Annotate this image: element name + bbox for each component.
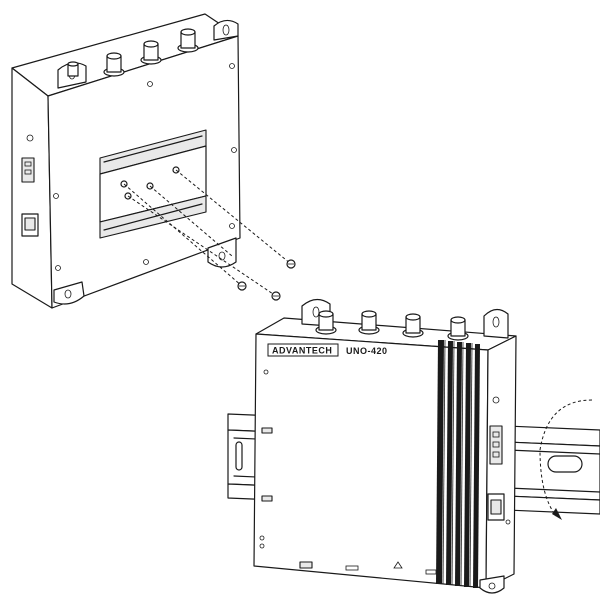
front-port-3: [299, 561, 313, 569]
front-antenna-connector-2: [358, 310, 380, 335]
brand-logo-box: [267, 343, 339, 357]
screw-path-2: [127, 195, 277, 297]
model-label: UNO-420: [346, 346, 388, 356]
antenna-connector-side: [67, 61, 79, 77]
device-left-face: [11, 67, 53, 309]
din-rail-slot: [547, 455, 583, 473]
rotation-arrowhead: [552, 508, 562, 520]
rotation-arrow: [539, 399, 593, 517]
power-led: [263, 369, 269, 375]
antenna-connector-3: [177, 28, 199, 53]
device-rear-view: [11, 13, 296, 309]
side-led: [492, 396, 500, 404]
front-ear-top-right: [483, 308, 509, 339]
front-port-1: [261, 427, 273, 434]
mounting-ear-top-right: [213, 19, 239, 41]
antenna-connector-1: [103, 52, 125, 77]
screw-path-3: [175, 169, 292, 265]
antenna-connector-2: [140, 40, 162, 65]
din-rail-bracket: [99, 129, 207, 239]
mounting-ear-bottom-right: [207, 237, 237, 268]
front-ear-bottom-right: [479, 575, 505, 594]
screw-3: [286, 259, 296, 269]
front-port-2: [261, 495, 273, 502]
screw-path-4: [149, 185, 233, 257]
heatsink-fins: [436, 339, 480, 588]
front-antenna-connector-3: [402, 313, 424, 338]
warning-icon: [393, 561, 403, 569]
screw-2: [271, 291, 281, 301]
device-mounted-view: ADVANTECH UNO-420: [227, 298, 600, 594]
mounting-ear-bottom-left: [53, 281, 85, 305]
screw-path-1: [123, 183, 243, 287]
led-indicator: [26, 134, 34, 142]
screw-1: [237, 281, 247, 291]
brand-logo-text: ADVANTECH: [272, 346, 332, 356]
front-antenna-connector-1: [315, 310, 337, 335]
front-antenna-connector-4: [447, 316, 469, 341]
